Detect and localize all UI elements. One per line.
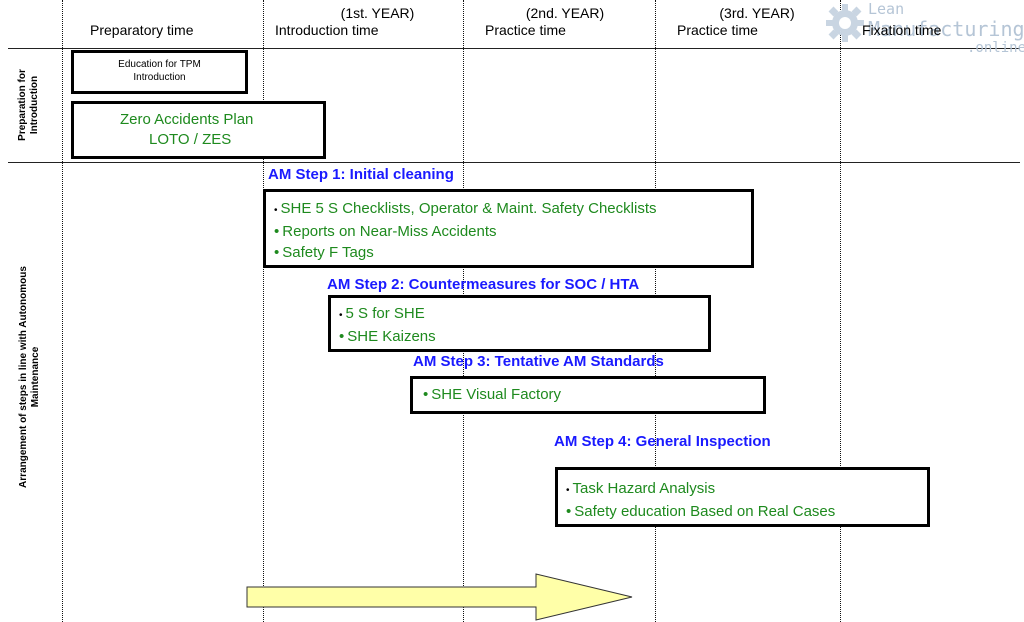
column-divider [840, 0, 841, 622]
list-item: •SHE Kaizens [339, 328, 436, 345]
am-step-2-title: AM Step 2: Countermeasures for SOC / HTA [327, 276, 640, 293]
list-item: •Reports on Near-Miss Accidents [274, 223, 497, 240]
column-divider [62, 0, 63, 622]
bullet-icon: • [339, 310, 343, 321]
column-header-preparatory: Preparatory time [90, 22, 194, 38]
list-item: •SHE 5 S Checklists, Operator & Maint. S… [274, 200, 657, 217]
am-step-2-box: •5 S for SHE •SHE Kaizens [328, 295, 711, 352]
bullet-icon: • [274, 223, 280, 240]
bullet-icon: • [566, 485, 570, 496]
timeline-arrow [246, 573, 633, 621]
column-header-practice-1: (2nd. YEAR) Practice time [485, 5, 605, 38]
am-step-1-box: •SHE 5 S Checklists, Operator & Maint. S… [263, 189, 754, 268]
column-header-practice-2: (3rd. YEAR) Practice time [677, 5, 795, 38]
row-label-preparation: Preparation for Introduction [17, 69, 40, 141]
am-step-3-title: AM Step 3: Tentative AM Standards [413, 353, 664, 370]
am-step-4-box: •Task Hazard Analysis •Safety education … [555, 467, 930, 527]
bullet-icon: • [274, 205, 278, 216]
lean-manufacturing-logo: Lean Manufacturing .online [820, 0, 1024, 60]
logo-text-lean: Lean [868, 0, 905, 18]
bullet-icon: • [274, 244, 280, 261]
column-header-introduction: (1st. YEAR) Introduction time [275, 5, 415, 38]
row-divider [8, 48, 1020, 49]
list-item: •SHE Visual Factory [423, 386, 562, 403]
education-tpm-box: Education for TPM Introduction [71, 50, 248, 94]
list-item: •Safety education Based on Real Cases [566, 503, 836, 520]
am-step-4-title: AM Step 4: General Inspection [554, 433, 771, 450]
zero-accidents-box: Zero Accidents Plan LOTO / ZES [71, 101, 326, 159]
row-label-arrangement: Arrangement of steps in line with Autono… [18, 266, 41, 488]
bullet-icon: • [423, 386, 429, 403]
gear-icon [826, 4, 864, 42]
list-item: •Safety F Tags [274, 244, 374, 261]
row-divider [8, 162, 1020, 163]
am-step-3-box: •SHE Visual Factory [410, 376, 766, 414]
list-item: •Task Hazard Analysis [566, 480, 716, 497]
list-item: •5 S for SHE [339, 305, 425, 322]
bullet-icon: • [339, 328, 345, 345]
am-step-1-title: AM Step 1: Initial cleaning [268, 166, 454, 183]
column-divider [263, 0, 264, 622]
logo-text-manufacturing: Manufacturing [868, 17, 1024, 41]
logo-text-online: .online [967, 40, 1024, 56]
column-header-fixation: Fixation time [862, 22, 942, 38]
bullet-icon: • [566, 503, 572, 520]
